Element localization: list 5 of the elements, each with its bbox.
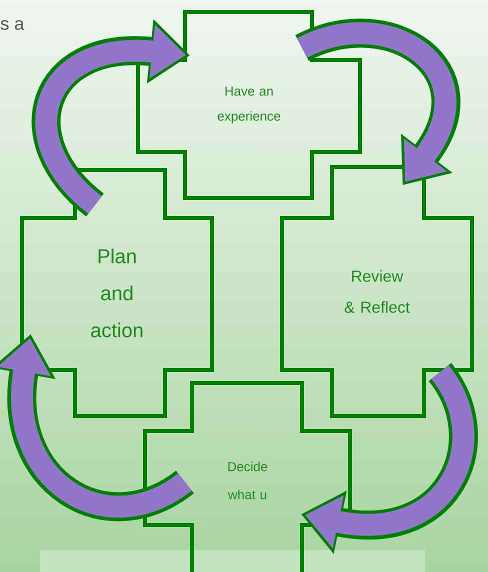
cross-box: Decide what u — [143, 381, 352, 572]
cross-box: Plan and action — [20, 168, 214, 418]
cross-box: Have an experience — [136, 10, 362, 200]
cross-box: Review & Reflect — [280, 165, 474, 418]
text-fragment: s a — [0, 20, 24, 30]
